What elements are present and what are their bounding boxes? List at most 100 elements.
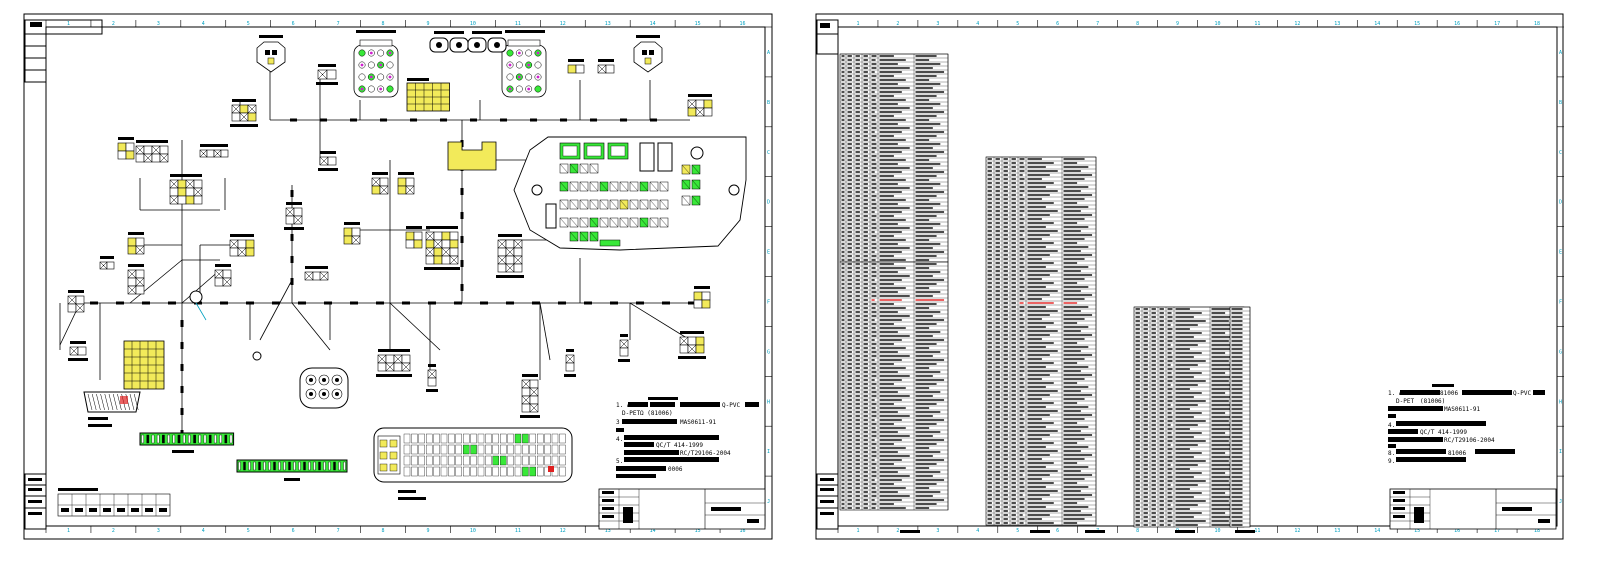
wire-connector[interactable] xyxy=(693,286,711,309)
wire-connector[interactable] xyxy=(371,172,389,195)
wire-connector[interactable] xyxy=(678,331,706,359)
wire-connector[interactable] xyxy=(127,232,145,255)
terminal-strip[interactable] xyxy=(139,432,235,446)
connector-caption-bar xyxy=(230,124,258,127)
table-cell-text xyxy=(855,467,860,469)
yellow-terminal-block[interactable] xyxy=(406,82,450,112)
table-cell-text xyxy=(1027,282,1054,284)
table-cell-text xyxy=(1167,460,1173,462)
table-cell-text xyxy=(1143,380,1148,382)
table-cell-text xyxy=(879,71,902,73)
circuit-table[interactable] xyxy=(1133,306,1245,528)
wire-connector[interactable] xyxy=(496,234,524,278)
table-cell-text xyxy=(879,271,898,273)
table-cell-text xyxy=(1003,342,1008,344)
circuit-table[interactable] xyxy=(985,156,1097,526)
table-cell-text xyxy=(847,243,852,245)
wire-connector[interactable] xyxy=(424,226,460,270)
table-cell-text xyxy=(995,158,1000,160)
circuit-tables[interactable] xyxy=(839,53,1255,533)
table-cell-text xyxy=(1167,388,1173,390)
terminal-strip[interactable] xyxy=(236,459,348,473)
table-cell-text xyxy=(1211,416,1237,418)
wire-connector[interactable] xyxy=(117,137,135,160)
table-cell-text xyxy=(987,286,992,288)
connector-group[interactable] xyxy=(67,30,713,481)
circuit-table[interactable] xyxy=(1229,306,1251,528)
table-cell-text xyxy=(1003,222,1008,224)
wire-connector[interactable] xyxy=(169,174,203,205)
wire-connector[interactable] xyxy=(127,264,145,295)
table-cell-text xyxy=(879,247,910,249)
wire-connector[interactable] xyxy=(230,99,258,127)
circuit-table[interactable] xyxy=(839,53,949,263)
wire-connector[interactable] xyxy=(567,59,585,74)
table-cell-text xyxy=(915,79,930,81)
wire-connector[interactable] xyxy=(68,341,88,361)
table-cell-text xyxy=(987,442,992,444)
large-yellow-connector[interactable] xyxy=(123,340,165,390)
table-cell-text xyxy=(1159,492,1164,494)
table-cell-text xyxy=(863,435,868,437)
connector-shell[interactable] xyxy=(633,35,663,73)
table-cell-text xyxy=(1135,432,1140,434)
wire-connector[interactable] xyxy=(564,349,576,377)
connector-label-bar xyxy=(680,331,704,334)
table-cell-text xyxy=(871,139,876,141)
wire-connector[interactable] xyxy=(405,226,423,249)
wire-connector[interactable] xyxy=(135,140,169,163)
table-cell-text xyxy=(855,151,860,153)
harness-wire xyxy=(181,269,221,304)
table-cell-text xyxy=(855,67,860,69)
wire-connector[interactable] xyxy=(214,264,232,287)
table-cell-text xyxy=(871,327,876,329)
wire-connector[interactable] xyxy=(67,290,85,313)
wire-connector[interactable] xyxy=(319,266,329,281)
wire-connector[interactable] xyxy=(199,144,229,158)
wire-connector[interactable] xyxy=(426,364,438,392)
ecu-connector[interactable] xyxy=(373,427,573,500)
wire-connector[interactable] xyxy=(229,234,255,257)
angled-connector[interactable] xyxy=(83,391,141,427)
wire-connector[interactable] xyxy=(316,64,338,85)
circuit-table[interactable] xyxy=(839,261,949,511)
table-cell-text xyxy=(863,215,868,217)
wire-connector[interactable] xyxy=(284,202,304,230)
wire-connector[interactable] xyxy=(318,151,338,171)
table-cell-text xyxy=(1011,330,1016,332)
connector-shell[interactable] xyxy=(256,35,286,73)
table-cell-text xyxy=(987,306,992,308)
wire-connector[interactable] xyxy=(397,172,415,195)
table-cell-text xyxy=(1027,442,1054,444)
round-multipin-connector[interactable] xyxy=(353,39,399,98)
wire-connector[interactable] xyxy=(376,349,412,377)
wire-connector[interactable] xyxy=(687,94,713,117)
fuse-relay-box[interactable] xyxy=(513,136,747,251)
wire-connector[interactable] xyxy=(99,256,115,270)
ecu-pin xyxy=(403,444,411,455)
table-cell-text xyxy=(847,67,852,69)
table-cell-text xyxy=(879,67,910,69)
table-cell-text xyxy=(863,159,868,161)
table-cell-text xyxy=(847,387,852,389)
table-cell-text xyxy=(863,107,868,109)
table-cell-text xyxy=(841,283,845,285)
table-cell-text xyxy=(1019,514,1023,516)
table-cell-text xyxy=(915,383,937,385)
sensor-connector[interactable] xyxy=(299,367,349,409)
table-cell-text xyxy=(1143,436,1148,438)
table-cell-text xyxy=(1167,408,1173,410)
wire-connector[interactable] xyxy=(520,374,540,418)
ecu-pin xyxy=(544,433,551,444)
wire-connector[interactable] xyxy=(343,222,361,245)
table-cell-text xyxy=(1135,416,1140,418)
oval-connector-pair[interactable] xyxy=(467,31,507,53)
round-multipin-connector[interactable] xyxy=(501,39,547,98)
wire-connector[interactable] xyxy=(597,59,615,74)
wire-connector[interactable] xyxy=(304,266,322,281)
table-cell-text xyxy=(1019,406,1025,408)
wire-connector[interactable] xyxy=(618,334,630,362)
